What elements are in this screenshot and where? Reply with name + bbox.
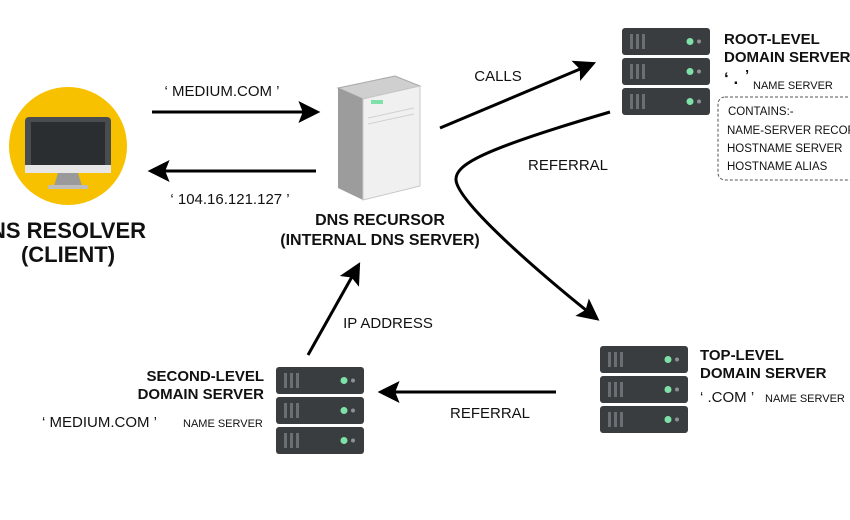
ip-address-arrow bbox=[306, 262, 361, 356]
tld-title-line2: DOMAIN SERVER bbox=[700, 365, 827, 382]
tld-domain: ‘ .COM ’ bbox=[700, 389, 754, 406]
ip-address-label: IP ADDRESS bbox=[343, 315, 433, 332]
root-quote-close: ’ bbox=[745, 67, 749, 84]
recursor-label-line1: DNS RECURSOR bbox=[315, 212, 445, 229]
root-contains-box: CONTAINS:- NAME-SERVER RECORD HOSTNAME S… bbox=[717, 96, 850, 181]
root-title-line1: ROOT-LEVEL bbox=[724, 31, 820, 48]
recursor-label-line2: (INTERNAL DNS SERVER) bbox=[280, 232, 479, 249]
root-name-server: NAME SERVER bbox=[753, 80, 833, 92]
tld-name-server: NAME SERVER bbox=[765, 393, 845, 405]
answer-label: ‘ 104.16.121.127 ’ bbox=[170, 191, 289, 208]
tld-title-line1: TOP-LEVEL bbox=[700, 347, 784, 364]
tld-server-rack-icon bbox=[600, 346, 688, 433]
referral-tld-label: REFERRAL bbox=[450, 405, 530, 422]
sld-server-rack-icon bbox=[276, 367, 364, 454]
sld-name-server: NAME SERVER bbox=[183, 418, 263, 430]
referral-root-label: REFERRAL bbox=[528, 157, 608, 174]
root-server-rack-icon bbox=[622, 28, 710, 115]
contains-item: NAME-SERVER RECORD bbox=[727, 125, 850, 137]
client-label-line1: NS RESOLVER bbox=[0, 218, 146, 243]
calls-label: CALLS bbox=[474, 68, 522, 85]
sld-title-line2: DOMAIN SERVER bbox=[138, 386, 265, 403]
sld-domain: ‘ MEDIUM.COM ’ bbox=[42, 414, 157, 431]
arrows bbox=[147, 60, 611, 403]
contains-item: HOSTNAME SERVER bbox=[727, 143, 842, 155]
contains-title: CONTAINS:- bbox=[728, 106, 794, 118]
referral-root-arrow bbox=[454, 110, 611, 321]
query-label: ‘ MEDIUM.COM ’ bbox=[165, 83, 280, 100]
sld-title-line1: SECOND-LEVEL bbox=[146, 368, 264, 385]
recursor-server-icon bbox=[336, 75, 422, 201]
root-quote-open: ‘ . bbox=[724, 69, 738, 88]
contains-item: HOSTNAME ALIAS bbox=[727, 161, 828, 173]
client-label-line2: (CLIENT) bbox=[21, 242, 115, 267]
client-monitor-icon bbox=[9, 87, 127, 205]
calls-arrow bbox=[439, 60, 597, 130]
root-title-line2: DOMAIN SERVER bbox=[724, 49, 850, 66]
